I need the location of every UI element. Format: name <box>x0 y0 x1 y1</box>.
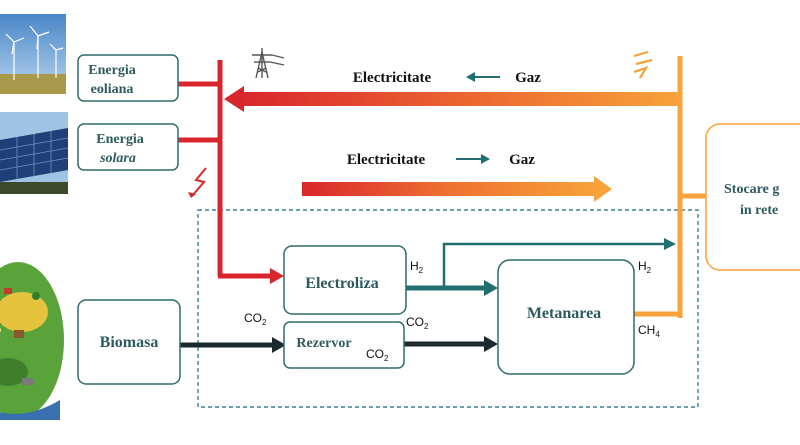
label-electroliza: Electroliza <box>305 275 378 292</box>
h2-to-grid-arrowhead <box>664 238 676 250</box>
flow-mid-to: Gaz <box>509 152 535 168</box>
chem-h2-methanation: H2 <box>638 259 652 275</box>
biomass-globe-illustration <box>0 262 64 420</box>
co2-routes <box>180 341 486 348</box>
chem-co2-reservoir-out: CO2 <box>406 315 429 331</box>
gas-flame-icon <box>633 50 653 79</box>
reservoir-to-methanation-arrowhead <box>484 336 498 352</box>
label-stocare-line2: in rete <box>740 203 778 218</box>
box-metanarea <box>497 259 635 375</box>
label-stocare-line1: Stocare g <box>724 182 779 197</box>
hydrogen-routes <box>406 242 666 291</box>
flow-mid-from: Electricitate <box>347 152 426 168</box>
flow-top-from: Electricitate <box>353 70 432 86</box>
electrolysis-input-arrowhead <box>270 268 284 284</box>
box-energia-eoliana <box>77 54 179 102</box>
box-biomasa <box>77 299 181 385</box>
label-eolian-line2: eoliana <box>91 82 134 97</box>
gas-to-electricity-flow <box>224 86 680 112</box>
h2-to-methanation-arrowhead <box>484 280 498 296</box>
flow-top-to: Gaz <box>515 70 541 86</box>
label-solar-line1: Energia <box>96 132 143 147</box>
power-pylon-icon <box>252 48 285 79</box>
box-rezervor <box>283 321 405 369</box>
process-boundary <box>197 209 699 408</box>
box-stocare-gaz <box>705 123 800 271</box>
chem-h2-electrolysis: H2 <box>410 259 424 275</box>
arrow-left-icon <box>466 72 500 82</box>
box-energia-solara <box>77 123 179 171</box>
label-solar-line2: solara <box>99 151 136 166</box>
solar-panels-photo <box>0 112 69 194</box>
chem-co2-biomass: CO2 <box>244 311 267 327</box>
label-eolian-line1: Energia <box>88 63 135 78</box>
label-rezervor: Rezervor <box>296 336 351 351</box>
electricity-to-gas-flow <box>302 176 612 202</box>
electricity-network <box>178 60 272 279</box>
wind-farm-photo <box>0 14 66 94</box>
lightning-icon <box>188 167 207 198</box>
arrow-right-icon <box>456 154 490 164</box>
box-electroliza <box>283 245 407 315</box>
chem-ch4: CH4 <box>638 323 660 339</box>
label-biomasa: Biomasa <box>100 334 159 351</box>
chem-co2-reservoir-in: CO2 <box>366 347 389 363</box>
biomass-to-reservoir-arrowhead <box>272 337 286 353</box>
label-metanarea: Metanarea <box>527 305 601 322</box>
